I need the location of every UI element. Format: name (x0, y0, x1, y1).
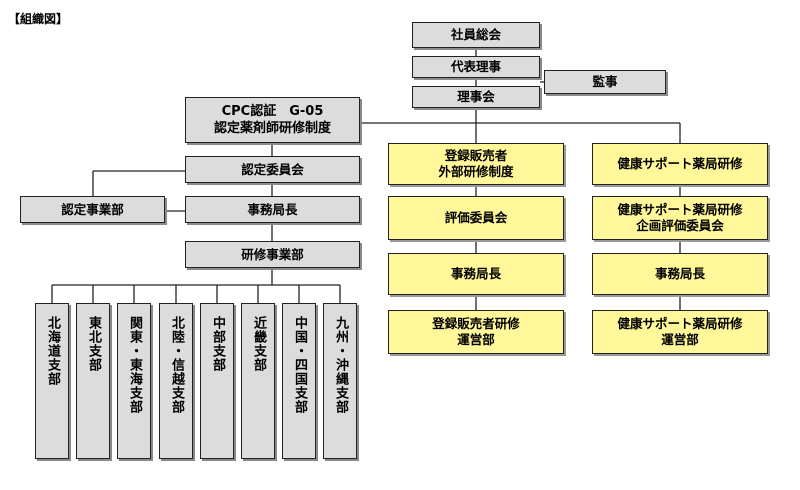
page-title: 【組織図】 (8, 12, 69, 26)
general-meeting-box: 社員総会 (412, 22, 540, 48)
branch-kyushu-okinawa: 九州・沖縄支部 (323, 303, 357, 459)
cpc-certification-box: CPC認証 G-05 認定薬剤師研修制度 (185, 97, 360, 143)
external-training-box: 登録販売者 外部研修制度 (388, 143, 564, 185)
branch-kanto-tokai: 関東・東海支部 (117, 303, 151, 459)
auditor-box: 監事 (544, 70, 666, 94)
representative-director-box: 代表理事 (412, 56, 540, 78)
branch-hokuriku-shinetsu: 北陸・信越支部 (159, 303, 193, 459)
branch-chubu: 中部支部 (200, 303, 234, 459)
cpc-secretary-box: 事務局長 (185, 196, 360, 223)
certification-committee-box: 認定委員会 (185, 156, 360, 183)
certification-business-box: 認定事業部 (20, 196, 165, 223)
training-division-box: 研修事業部 (185, 241, 360, 268)
branch-hokkaido: 北海道支部 (35, 303, 69, 459)
board-box: 理事会 (412, 86, 540, 108)
branch-tohoku: 東北支部 (76, 303, 110, 459)
health-support-box: 健康サポート薬局研修 (592, 143, 768, 185)
branch-chugoku-shikoku: 中国・四国支部 (282, 303, 316, 459)
evaluation-committee-box: 評価委員会 (388, 196, 564, 240)
health-secretary-box: 事務局長 (592, 253, 768, 295)
external-secretary-box: 事務局長 (388, 253, 564, 295)
health-operations-box: 健康サポート薬局研修 運営部 (592, 310, 768, 354)
external-operations-box: 登録販売者研修 運営部 (388, 310, 564, 354)
health-planning-committee-box: 健康サポート薬局研修 企画評価委員会 (592, 196, 768, 240)
branch-kinki: 近畿支部 (241, 303, 275, 459)
